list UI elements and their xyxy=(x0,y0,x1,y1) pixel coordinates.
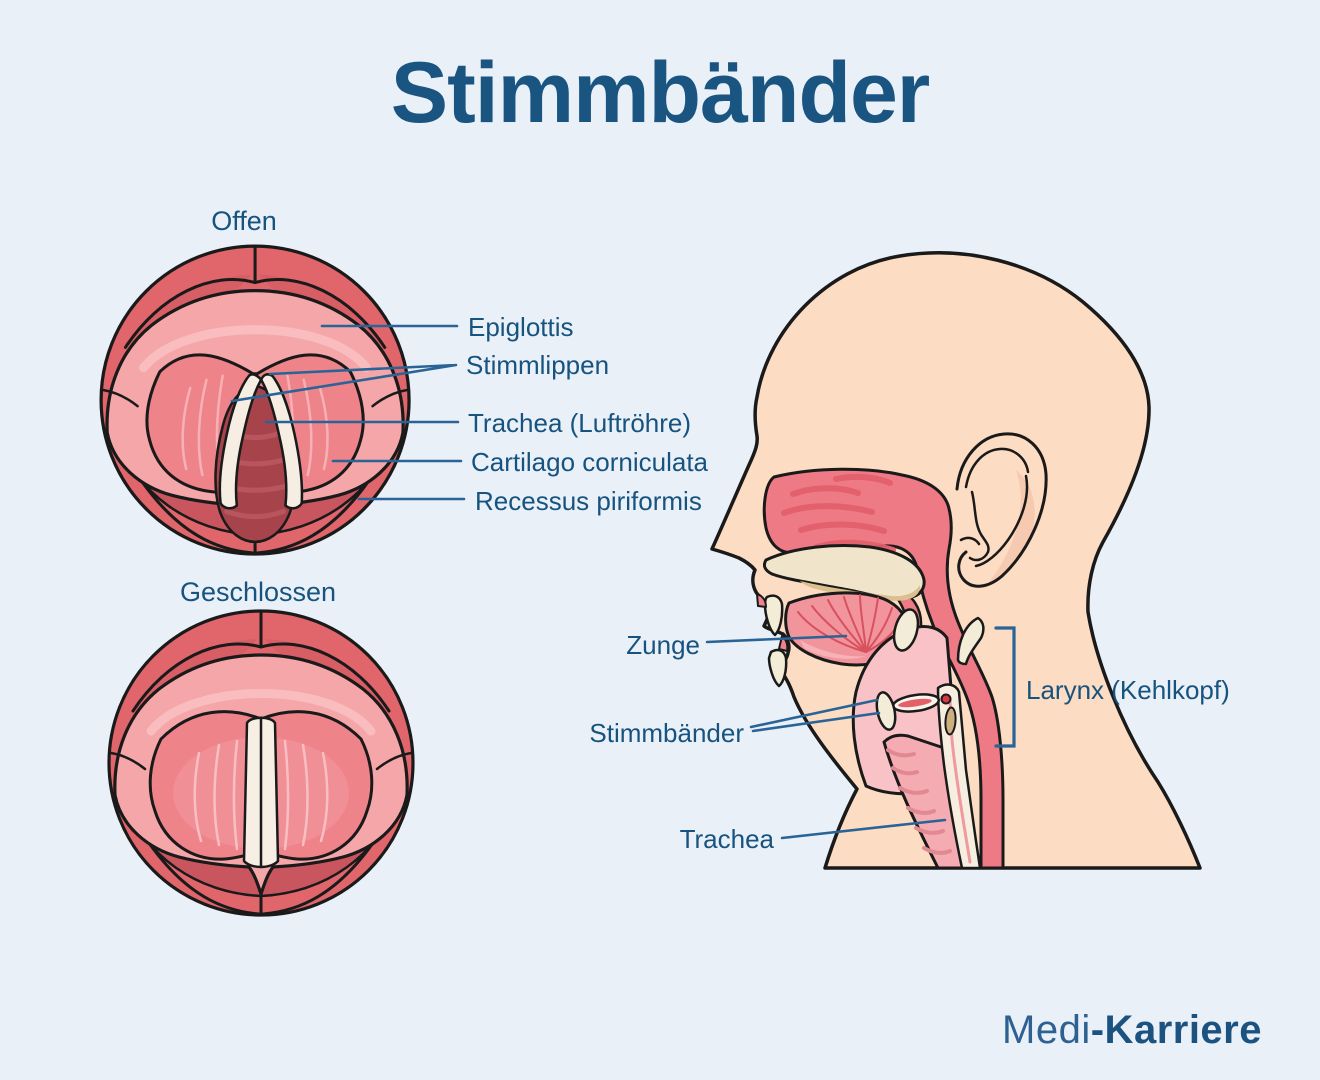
upper-lip-inner xyxy=(756,593,767,608)
closed-view-label: Geschlossen xyxy=(179,577,337,607)
epiglottis-side xyxy=(956,616,985,666)
band-highlight xyxy=(139,325,372,373)
label-epiglottis: Epiglottis xyxy=(468,312,574,342)
logo-text-bold: -Karriere xyxy=(1090,1008,1262,1052)
label-larynx-kehlkopf: Larynx (Kehlkopf) xyxy=(1026,675,1230,705)
trachea-rings xyxy=(218,429,293,520)
vocal-cord-right xyxy=(259,373,304,510)
larynx-open-diagram xyxy=(99,244,411,556)
lateral-fold-lines xyxy=(101,388,409,408)
label-stimmbaender: Stimmbänder xyxy=(589,718,744,748)
band-highlight xyxy=(146,689,376,736)
logo-text-regular: Medi xyxy=(1002,1008,1091,1052)
label-trachea: Trachea xyxy=(679,824,774,854)
tongue-belly-highlight xyxy=(800,640,866,659)
esophagus-midline xyxy=(948,698,972,864)
label-recessus-piriformis: Recessus piriformis xyxy=(475,486,702,516)
page-title: Stimmbänder xyxy=(390,45,931,141)
pillow-seams xyxy=(131,610,391,713)
cricoid-cartilage xyxy=(944,706,957,736)
label-cartilago-corniculata: Cartilago corniculata xyxy=(471,447,709,477)
ear-inner-helix xyxy=(964,447,1030,489)
palate-shade xyxy=(800,581,921,601)
open-view-label: Offen xyxy=(211,206,277,236)
nasal-concha-swirls xyxy=(781,473,896,553)
line-stimmlippen xyxy=(230,363,458,403)
ear-shadow xyxy=(984,470,1035,588)
vocal-folds-slit xyxy=(898,698,932,708)
ear-antihelix xyxy=(974,474,1029,568)
muscle-striations xyxy=(193,739,329,851)
arytenoid-dot xyxy=(940,693,952,705)
ear-tragus xyxy=(959,536,981,546)
mandible-section xyxy=(892,608,920,652)
larynx-closed-diagram xyxy=(107,609,415,917)
lower-incisor xyxy=(767,648,788,688)
medi-karriere-logo: Medi-Karriere xyxy=(1002,1008,1262,1053)
lateral-fold-lines xyxy=(109,751,413,771)
head-cross-section xyxy=(710,251,1202,870)
muscle-striations xyxy=(181,374,329,481)
pillow-seams xyxy=(123,245,387,349)
ear-concha xyxy=(968,490,990,562)
larynx-bracket xyxy=(994,626,1016,748)
label-zunge: Zunge xyxy=(626,630,700,660)
trachea-cartilage-rings xyxy=(886,748,952,855)
line-zunge xyxy=(705,634,848,644)
leader-lines xyxy=(230,324,1016,840)
line-stimmbaender xyxy=(749,698,881,733)
label-stimmlippen: Stimmlippen xyxy=(466,350,610,380)
line-trachea xyxy=(780,818,947,840)
ear-helix xyxy=(955,432,1048,588)
label-trachea-luftroehre: Trachea (Luftröhre) xyxy=(468,408,692,438)
